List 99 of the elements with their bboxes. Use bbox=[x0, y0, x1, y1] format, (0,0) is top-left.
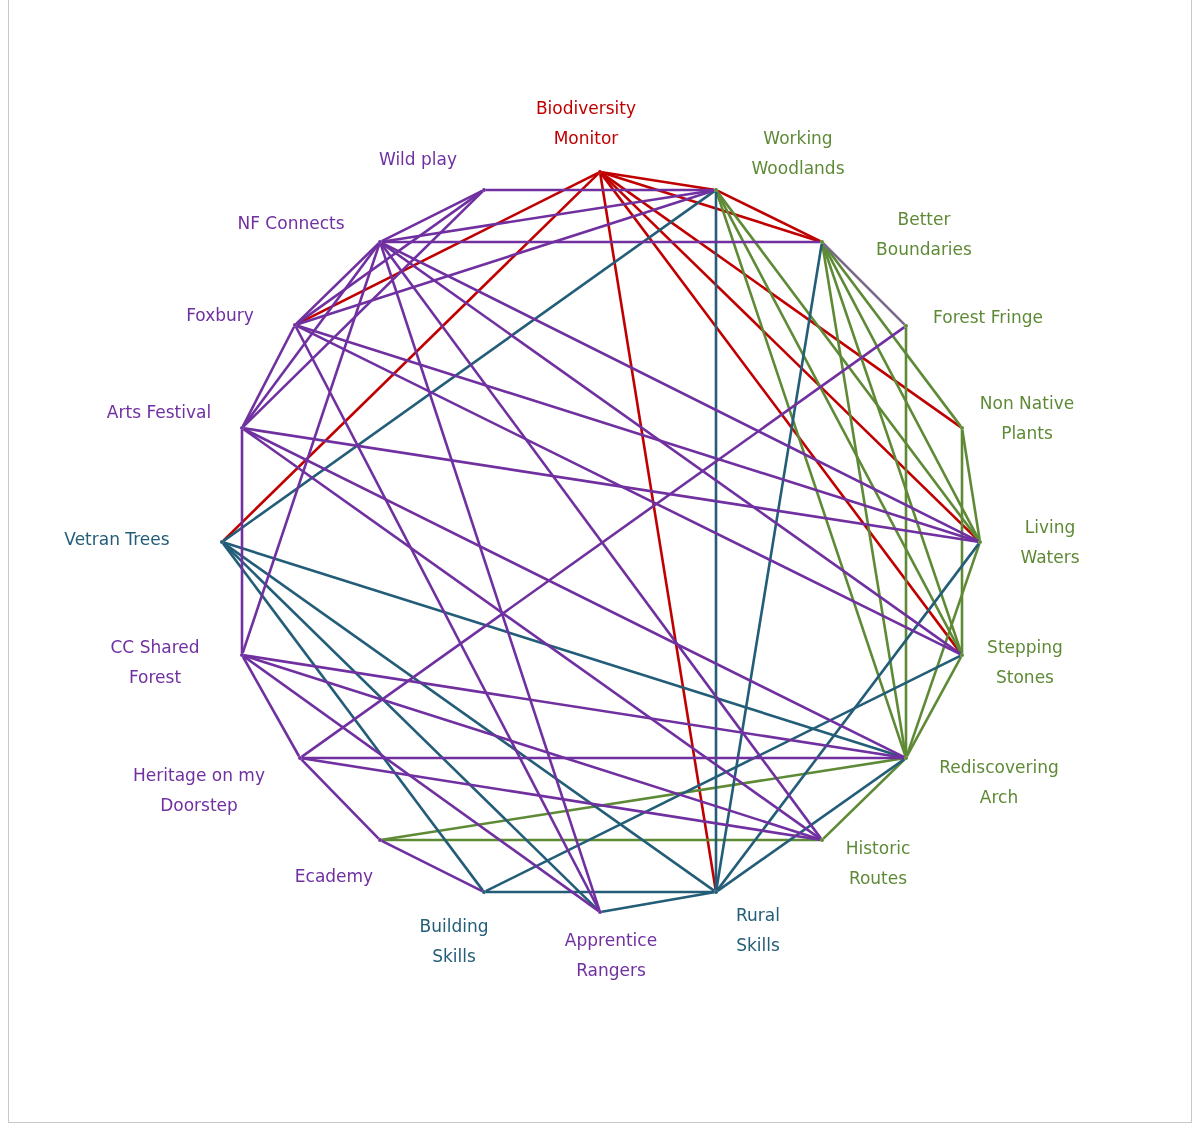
node-label: Biodiversity Monitor bbox=[534, 97, 638, 150]
node-label: Vetran Trees bbox=[63, 528, 171, 551]
connector-line bbox=[822, 758, 906, 840]
connector-line bbox=[242, 190, 484, 428]
connector-line bbox=[242, 655, 600, 912]
vertex-point bbox=[378, 838, 382, 842]
connector-line bbox=[601, 891, 715, 913]
connector-line bbox=[599, 173, 717, 891]
node-label: Living Waters bbox=[1019, 516, 1081, 569]
vertex-point bbox=[482, 890, 486, 894]
connector-line bbox=[243, 654, 905, 759]
vertex-point bbox=[978, 540, 982, 544]
connector-line bbox=[222, 190, 716, 542]
connector-line bbox=[485, 654, 961, 893]
node-label: Building Skills bbox=[418, 915, 490, 968]
connector-line bbox=[961, 429, 981, 541]
connector-line bbox=[243, 427, 905, 759]
connector-line bbox=[716, 542, 980, 892]
vertex-point bbox=[293, 323, 297, 327]
connector-line bbox=[243, 427, 979, 543]
vertex-point bbox=[240, 653, 244, 657]
connector-line bbox=[295, 242, 380, 325]
connector-line bbox=[822, 242, 906, 326]
vertex-point bbox=[240, 426, 244, 430]
connector-line bbox=[904, 328, 908, 756]
connector-line bbox=[960, 430, 964, 653]
connector-line bbox=[381, 189, 715, 243]
connector-line bbox=[296, 324, 979, 543]
connector-line bbox=[486, 890, 714, 894]
vertex-point bbox=[220, 540, 224, 544]
node-label: Stepping Stones bbox=[986, 636, 1064, 689]
vertex-point bbox=[378, 240, 382, 244]
vertex-point bbox=[714, 188, 718, 192]
vertex-point bbox=[298, 756, 302, 760]
connector-line bbox=[381, 189, 483, 243]
connector-line bbox=[379, 243, 601, 911]
node-label: Wild play bbox=[377, 148, 459, 171]
connector-line bbox=[243, 654, 821, 841]
connector-line bbox=[716, 758, 906, 892]
connector-line bbox=[717, 189, 821, 243]
connector-line bbox=[381, 839, 483, 893]
vertex-point bbox=[904, 756, 908, 760]
node-label: Arts Festival bbox=[105, 401, 213, 424]
connector-line bbox=[601, 171, 715, 191]
connector-line bbox=[381, 241, 979, 543]
connector-line bbox=[222, 542, 716, 892]
connector-line bbox=[295, 190, 484, 325]
connector-line bbox=[381, 757, 905, 841]
connector-line bbox=[905, 656, 963, 757]
node-label: Rediscovering Arch bbox=[938, 756, 1060, 809]
node-label: Historic Routes bbox=[844, 837, 912, 890]
connector-line bbox=[821, 243, 963, 654]
connector-line bbox=[301, 757, 821, 841]
node-label: CC Shared Forest bbox=[109, 636, 201, 689]
connector-line bbox=[222, 542, 484, 892]
connector-line bbox=[600, 172, 962, 428]
vertex-point bbox=[820, 838, 824, 842]
vertex-point bbox=[482, 188, 486, 192]
node-label: Working Woodlands bbox=[750, 127, 846, 180]
connector-line bbox=[382, 838, 820, 842]
connector-line bbox=[241, 656, 301, 757]
node-label: Non Native Plants bbox=[978, 392, 1076, 445]
connector-line bbox=[222, 172, 600, 542]
connector-line bbox=[296, 189, 715, 326]
connector-line bbox=[300, 326, 906, 758]
connector-line bbox=[241, 326, 296, 427]
node-label: Foxbury bbox=[185, 304, 255, 327]
node-label: NF Connects bbox=[236, 212, 346, 235]
node-label: Rural Skills bbox=[735, 904, 781, 957]
node-label: Forest Fringe bbox=[932, 306, 1044, 329]
vertex-point bbox=[820, 240, 824, 244]
connector-line bbox=[905, 543, 981, 757]
connector-line bbox=[715, 243, 823, 891]
connector-line bbox=[382, 240, 820, 244]
vertex-point bbox=[598, 910, 602, 914]
vertex-point bbox=[598, 170, 602, 174]
connector-line bbox=[242, 428, 822, 840]
node-label: Better Boundaries bbox=[875, 208, 973, 261]
connector-line bbox=[380, 242, 962, 655]
connector-line bbox=[296, 324, 961, 656]
connector-line bbox=[302, 756, 904, 760]
connector-line bbox=[714, 192, 718, 890]
vertex-point bbox=[714, 890, 718, 894]
connector-line bbox=[716, 190, 980, 542]
vertex-point bbox=[904, 324, 908, 328]
connector-line bbox=[486, 188, 714, 192]
connector-line bbox=[242, 242, 380, 428]
node-label: Heritage on my Doorstep bbox=[132, 764, 266, 817]
node-label: Ecademy bbox=[293, 865, 375, 888]
vertex-point bbox=[960, 426, 964, 430]
connector-line bbox=[241, 243, 381, 654]
connector-line bbox=[821, 243, 907, 757]
connector-line bbox=[715, 191, 907, 757]
node-label: Apprentice Rangers bbox=[563, 929, 659, 982]
connector-line bbox=[380, 242, 822, 840]
connector-line bbox=[240, 430, 244, 653]
connector-line bbox=[294, 326, 601, 911]
vertex-point bbox=[960, 653, 964, 657]
connector-line bbox=[300, 758, 380, 840]
